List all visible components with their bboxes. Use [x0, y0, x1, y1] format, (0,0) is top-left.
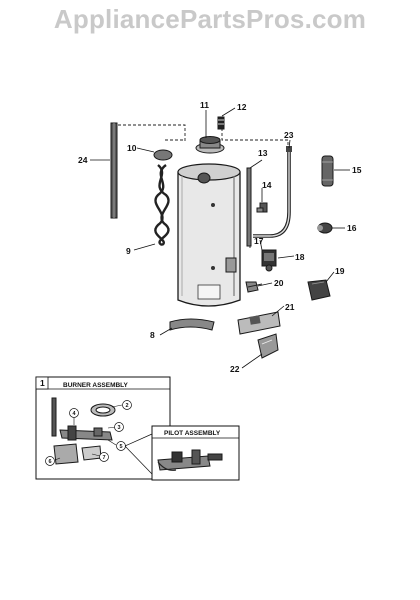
callout-18: 18: [295, 252, 305, 262]
part-14-drain-valve: [256, 202, 268, 213]
part-16-fitting: [317, 222, 333, 234]
callout-11: 11: [200, 100, 209, 110]
part-22-outer-door: [257, 333, 279, 359]
part-11-top-cover: [195, 136, 225, 154]
sub-label-6: 6: [49, 459, 52, 465]
burner-assembly-inset: 1 BURNER ASSEMBLY: [35, 376, 171, 480]
part-13-dip-tube: [246, 167, 252, 247]
callout-12: 12: [237, 102, 247, 112]
part-15-nipple: [321, 155, 334, 187]
callout-19: 19: [335, 266, 345, 276]
callout-21: 21: [285, 302, 295, 312]
sub-label-2: 2: [126, 403, 129, 409]
pilot-assembly-title: PILOT ASSEMBLY: [164, 430, 221, 437]
burner-assembly-title: BURNER ASSEMBLY: [63, 382, 129, 389]
burner-assembly-number: 1: [40, 378, 45, 388]
water-heater-tank: [177, 163, 241, 307]
leader-lines: [90, 107, 350, 369]
part-21-inner-door: [237, 311, 281, 335]
part-12-spring: [217, 116, 225, 130]
callout-22: 22: [230, 364, 240, 374]
callout-8: 8: [150, 330, 155, 340]
callout-10: 10: [127, 143, 137, 153]
callout-9: 9: [126, 246, 131, 256]
callout-17: 17: [254, 236, 264, 246]
part-18-gas-valve: [261, 249, 277, 272]
part-20-clip: [245, 281, 263, 293]
callout-16: 16: [347, 223, 357, 233]
part-8-base-pan: [169, 318, 215, 331]
watermark: AppliancePartsPros.com: [53, 4, 367, 34]
callout-24: 24: [78, 155, 88, 165]
pilot-assembly-inset: PILOT ASSEMBLY: [124, 425, 240, 481]
part-24-anode-rod: [110, 122, 118, 219]
callout-15: 15: [352, 165, 362, 175]
part-10-flue-baffle: [153, 149, 173, 247]
sub-label-5: 5: [120, 444, 123, 450]
part-19-bracket: [307, 279, 331, 301]
callout-labels: 24 10 11 12 13 23 14 15 16 17 18 19 20 2…: [78, 100, 362, 374]
callout-20: 20: [274, 278, 284, 288]
callout-13: 13: [258, 148, 268, 158]
sub-label-7: 7: [103, 455, 106, 461]
sub-label-3: 3: [118, 425, 121, 431]
callout-23: 23: [284, 130, 294, 140]
part-23-relief-pipe: [253, 146, 292, 238]
callout-14: 14: [262, 180, 272, 190]
sub-label-4: 4: [73, 411, 77, 417]
